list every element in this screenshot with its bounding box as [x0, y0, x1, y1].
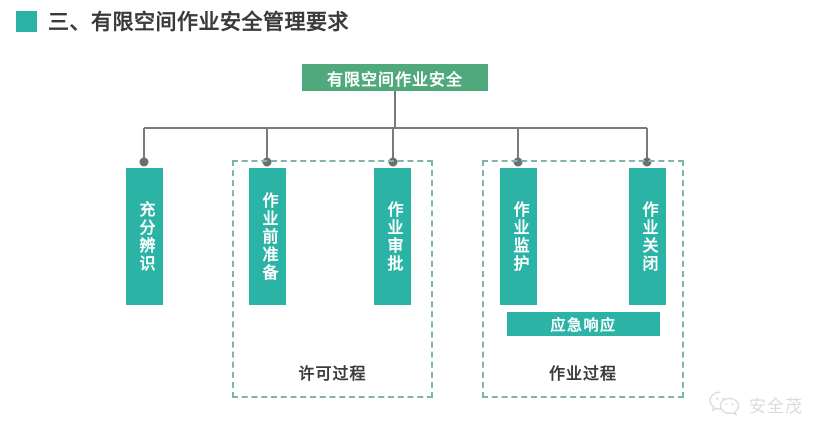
- watermark-text: 安全茂: [749, 396, 803, 416]
- watermark: 安全茂: [708, 389, 803, 419]
- node-root[interactable]: 有限空间作业安全: [302, 64, 488, 91]
- node-leaf-supervision[interactable]: 作业监护: [500, 168, 537, 305]
- page-title-bar: 三、有限空间作业安全管理要求: [16, 6, 349, 36]
- node-emergency-response[interactable]: 应急响应: [507, 312, 660, 336]
- node-leaf-identification[interactable]: 充分辨识: [126, 168, 163, 305]
- node-leaf-approval[interactable]: 作业审批: [374, 168, 411, 305]
- title-bullet-square: [16, 10, 37, 32]
- page-title: 三、有限空间作业安全管理要求: [48, 11, 349, 34]
- group-label-work: 作业过程: [548, 366, 617, 383]
- group-frame-permit: [232, 160, 433, 398]
- node-leaf-preparation[interactable]: 作业前准备: [249, 168, 286, 305]
- group-label-permit: 许可过程: [298, 366, 367, 383]
- group-frame-work: [482, 160, 684, 398]
- node-leaf-closure[interactable]: 作业关闭: [629, 168, 666, 305]
- wechat-icon: [709, 391, 740, 416]
